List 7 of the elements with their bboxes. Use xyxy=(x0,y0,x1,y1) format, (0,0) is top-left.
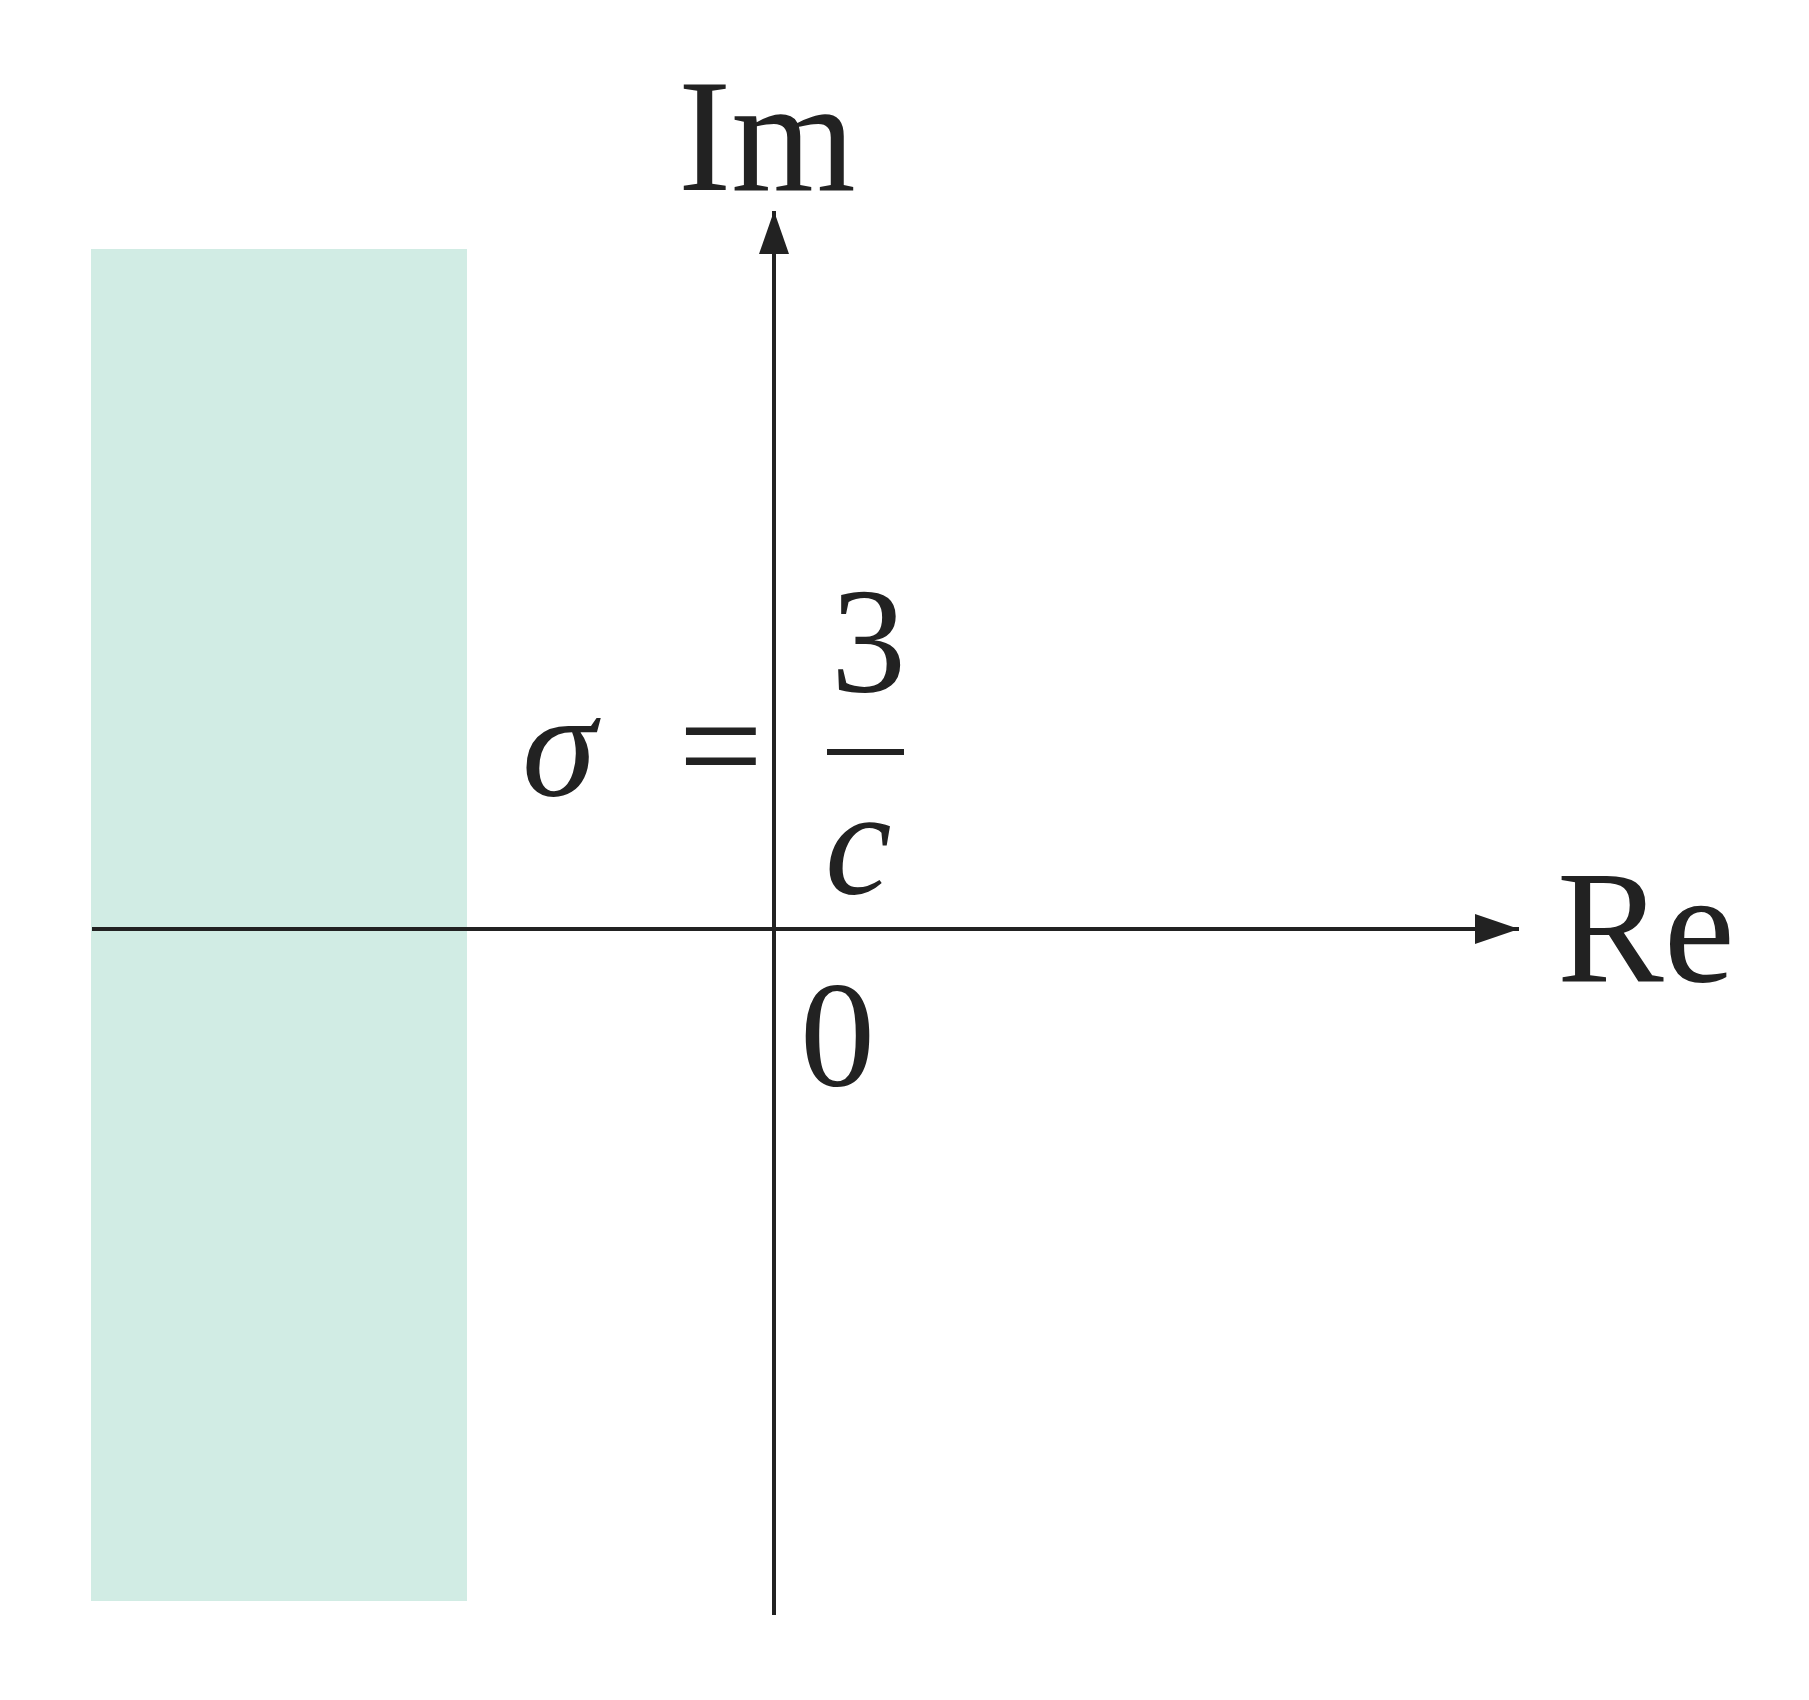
equation-text: σ = xyxy=(522,670,764,820)
shaded-region xyxy=(91,249,467,1601)
denominator: c xyxy=(825,768,892,918)
axis-label: Im xyxy=(678,56,856,216)
origin-label: 0 xyxy=(800,960,875,1110)
numerator: 3 xyxy=(831,566,906,716)
axis-label: Re xyxy=(1557,847,1735,1007)
